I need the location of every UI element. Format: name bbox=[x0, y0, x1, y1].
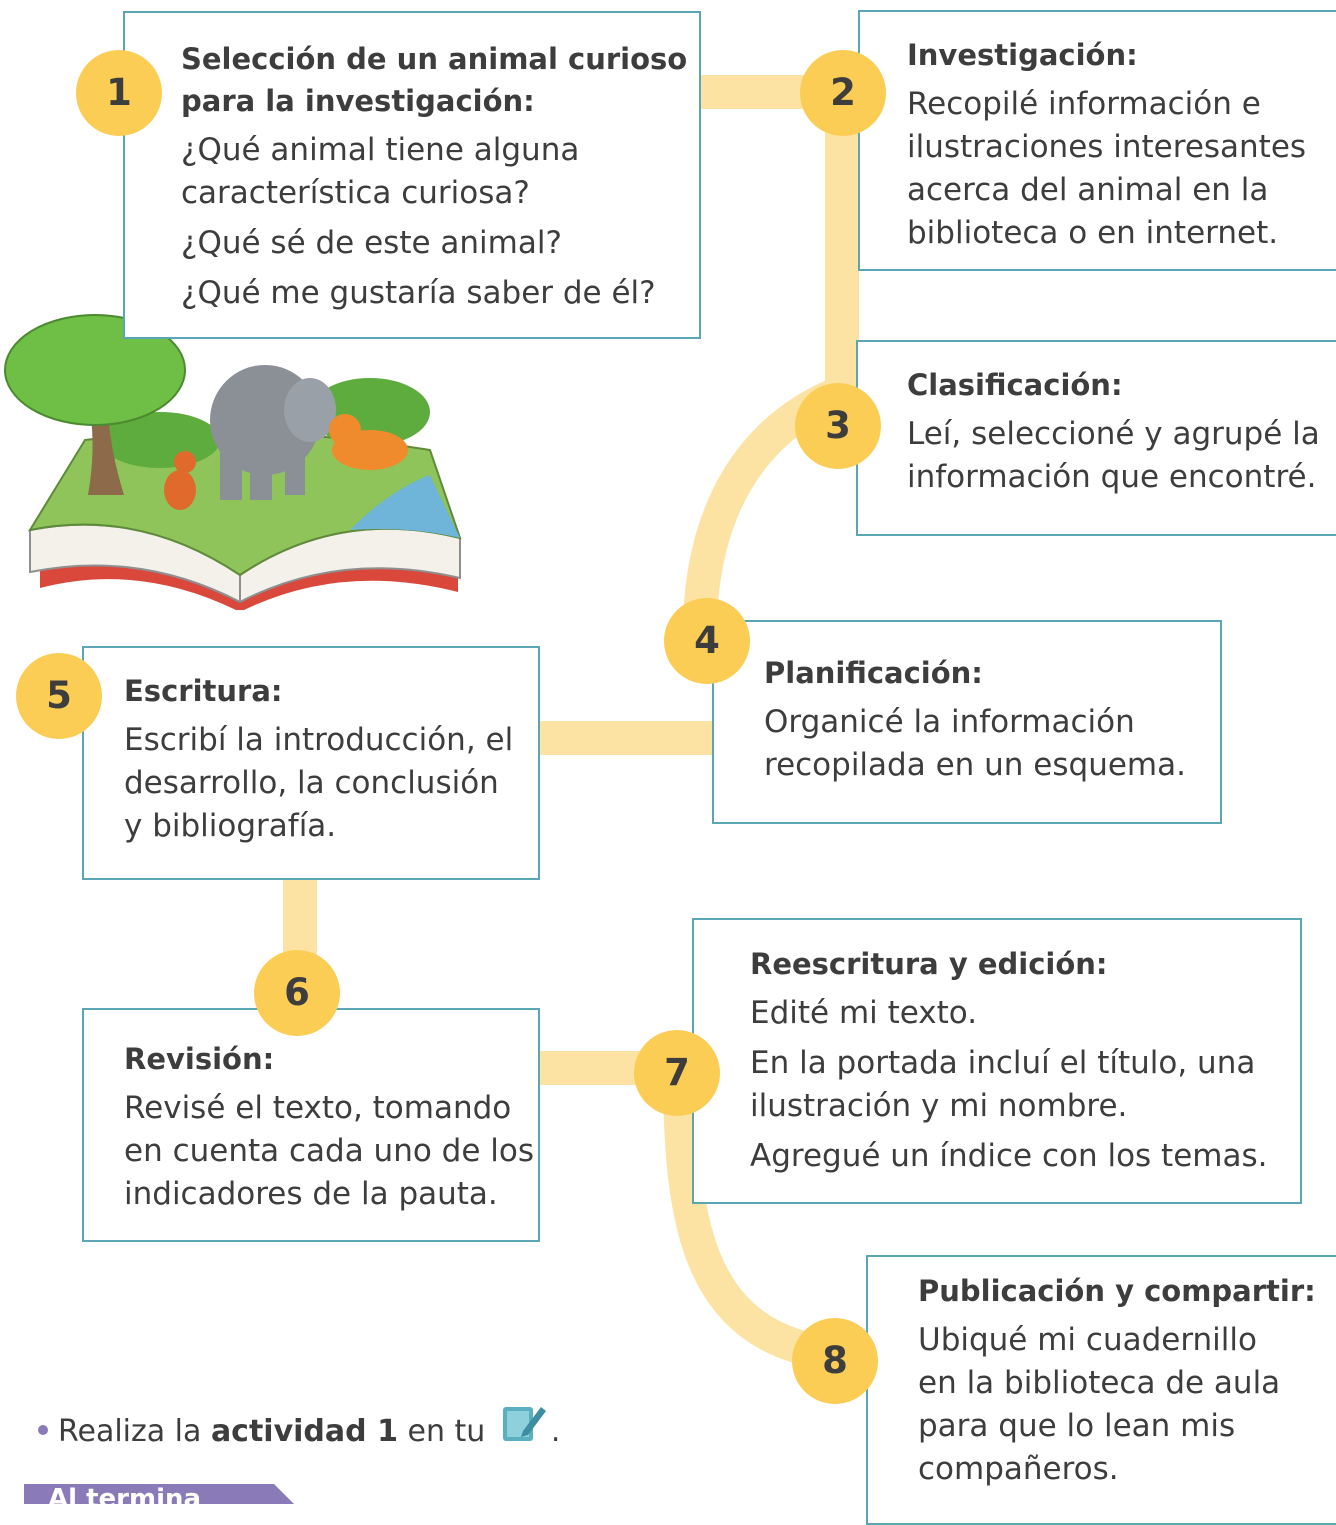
illustration-open-book-animals bbox=[4, 314, 462, 610]
step-8-badge: 8 bbox=[792, 1318, 878, 1404]
step-6-line-1: Revisé el texto, tomando en cuenta cada … bbox=[124, 1090, 535, 1212]
step-7-title: Reescritura y edición: bbox=[750, 947, 1108, 981]
bullet-dot bbox=[38, 1424, 48, 1435]
step-4-title: Planificación: bbox=[764, 656, 983, 690]
step-5-title: Escritura: bbox=[124, 674, 283, 708]
step-3-badge: 3 bbox=[795, 383, 881, 469]
step-1-title: Selección de un animal curioso para la i… bbox=[181, 42, 688, 118]
step-2-title: Investigación: bbox=[907, 38, 1138, 72]
step-2-badge: 2 bbox=[800, 50, 886, 136]
activity-bold: actividad 1 bbox=[210, 1414, 398, 1449]
step-5-box: Escritura: Escribí la introducción, el d… bbox=[82, 646, 540, 880]
step-6-box: Revisión: Revisé el texto, tomando en cu… bbox=[82, 1008, 540, 1242]
step-8-box: Publicación y compartir: Ubiqué mi cuade… bbox=[866, 1255, 1336, 1525]
step-7-line-1: Edité mi texto. bbox=[750, 995, 978, 1031]
step-1-box: Selección de un animal curioso para la i… bbox=[123, 11, 701, 339]
step-2-box: Investigación: Recopilé información e il… bbox=[858, 10, 1336, 271]
step-7-line-3: Agregué un índice con los temas. bbox=[750, 1138, 1268, 1174]
step-6-badge: 6 bbox=[254, 950, 340, 1036]
step-7-badge: 7 bbox=[634, 1030, 720, 1116]
footer-tab-label: Al termina bbox=[48, 1484, 202, 1514]
activity-prefix: Realiza la bbox=[58, 1414, 211, 1449]
footer-tab: Al termina bbox=[24, 1484, 294, 1514]
step-4-badge: 4 bbox=[664, 598, 750, 684]
step-1-line-1: ¿Qué animal tiene alguna característica … bbox=[181, 132, 580, 211]
step-3-line-1: Leí, seleccioné y agrupé la información … bbox=[907, 416, 1320, 495]
activity-instruction: Realiza la actividad 1 en tu . bbox=[38, 1405, 560, 1460]
step-1-line-2: ¿Qué sé de este animal? bbox=[181, 225, 562, 261]
step-3-title: Clasificación: bbox=[907, 368, 1123, 402]
activity-end: . bbox=[550, 1414, 561, 1449]
step-7-box: Reescritura y edición: Edité mi texto. E… bbox=[692, 918, 1302, 1204]
activity-suffix: en tu bbox=[397, 1414, 495, 1449]
step-1-badge: 1 bbox=[76, 50, 162, 136]
step-3-box: Clasificación: Leí, seleccioné y agrupé … bbox=[856, 340, 1336, 536]
step-4-line-1: Organicé la información recopilada en un… bbox=[764, 704, 1186, 783]
step-5-badge: 5 bbox=[16, 653, 102, 739]
step-1-line-3: ¿Qué me gustaría saber de él? bbox=[181, 275, 656, 311]
step-8-line-1: Ubiqué mi cuadernillo en la biblioteca d… bbox=[918, 1322, 1281, 1487]
step-7-line-2: En la portada incluí el título, una ilus… bbox=[750, 1045, 1256, 1124]
step-5-line-1: Escribí la introducción, el desarrollo, … bbox=[124, 722, 514, 844]
step-2-line-1: Recopilé información e ilustraciones int… bbox=[907, 86, 1307, 251]
step-8-title: Publicación y compartir: bbox=[918, 1274, 1316, 1308]
step-6-title: Revisión: bbox=[124, 1042, 275, 1076]
notebook-pencil-icon bbox=[501, 1401, 547, 1456]
step-4-box: Planificación: Organicé la información r… bbox=[712, 620, 1222, 824]
